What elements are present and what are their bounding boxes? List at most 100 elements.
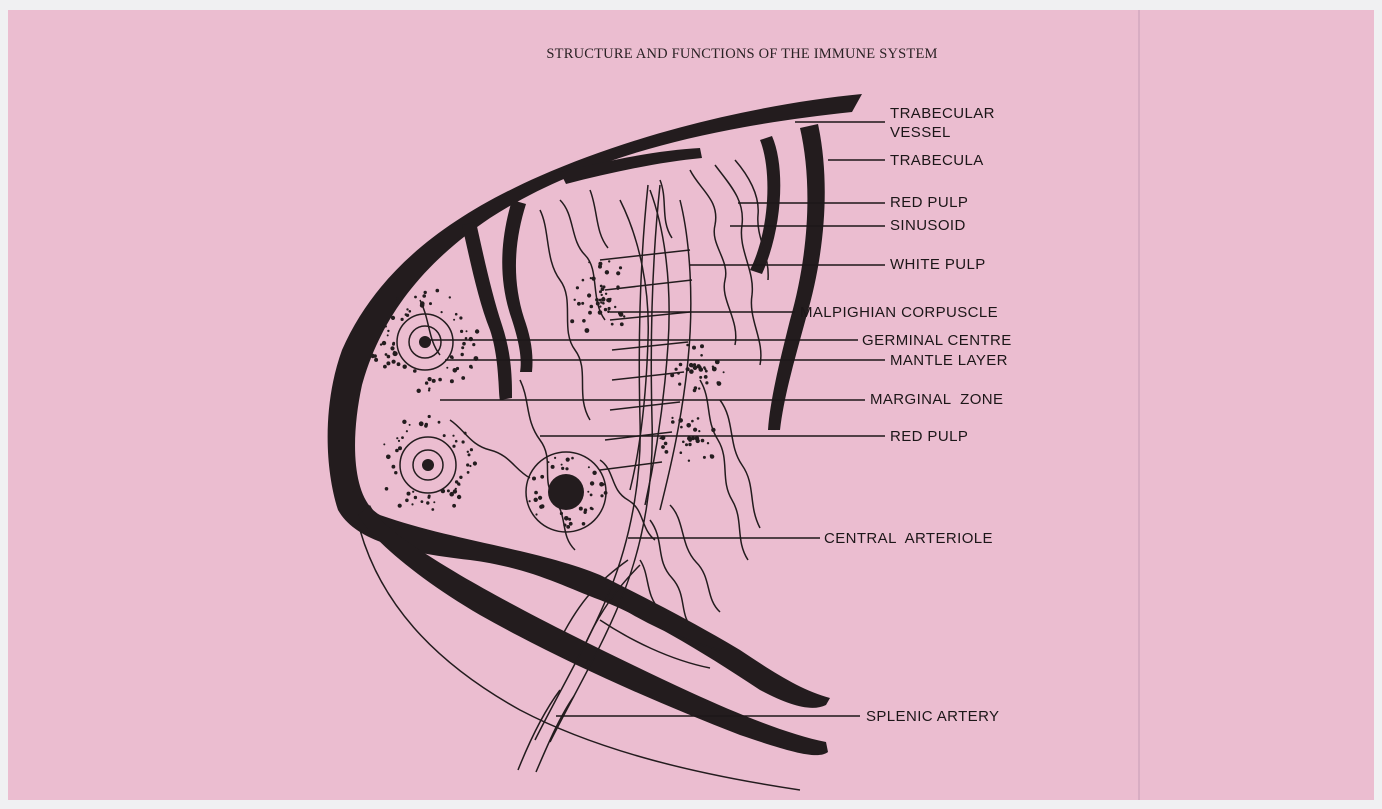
stipple-dot [467, 451, 469, 453]
stipple-dot [590, 494, 593, 497]
stipple-dot [588, 261, 590, 263]
stipple-dot [671, 417, 673, 419]
stipple-dot [438, 378, 442, 382]
stipple-dot [563, 524, 566, 527]
stipple-dot [383, 365, 387, 369]
stipple-dot [711, 428, 715, 432]
label-germinal-centre: GERMINAL CENTRE [862, 332, 1012, 349]
stipple-dot [710, 454, 714, 458]
stipple-dot [414, 296, 417, 299]
stipple-dot [397, 362, 401, 366]
stipple-dot [697, 417, 700, 420]
stipple-dot [561, 467, 564, 470]
stipple-dot [459, 476, 462, 479]
malpighian-corpuscle-lower-left [400, 437, 456, 493]
stipple-dot [601, 297, 605, 301]
stipple-dot [691, 420, 694, 423]
stipple-dot [675, 368, 678, 371]
stipple-dot [587, 491, 589, 493]
label-marginal-zone: MARGINAL ZONE [870, 391, 1003, 408]
stipple-dot [601, 294, 603, 296]
stipple-dot [456, 367, 459, 370]
stipple-dot [468, 453, 471, 456]
stipple-dot [608, 260, 610, 262]
stipple-dot [464, 432, 467, 435]
stipple-dot [701, 439, 705, 443]
stipple-dot [457, 495, 461, 499]
label-sinusoid: SINUSOID [890, 217, 966, 234]
stipple-dot [564, 516, 569, 521]
stipple-dot [691, 370, 693, 372]
stipple-dot [698, 387, 700, 389]
stipple-dot [401, 436, 404, 439]
diagram-labels: TRABECULAR VESSEL TRABECULA RED PULP SIN… [800, 105, 1012, 725]
stipple-dot [419, 421, 424, 426]
stipple-dot [467, 471, 470, 474]
stipple-dot [566, 525, 570, 529]
stipple-dot [411, 503, 413, 505]
stipple-dot [425, 381, 428, 384]
stipple-dot [611, 323, 614, 326]
stipple-dot [387, 330, 389, 332]
stipple-dot [539, 505, 543, 509]
stipple-dot [414, 496, 417, 499]
stipple-dot [392, 343, 395, 346]
stipple-dot [386, 361, 390, 365]
stipple-dot [665, 450, 669, 454]
stipple-dot [406, 308, 408, 310]
stipple-dot [688, 443, 691, 446]
stipple-dot [421, 500, 424, 503]
stipple-dot [451, 357, 454, 360]
stipple-dot [600, 494, 603, 497]
stipple-dot [590, 277, 592, 279]
stipple-dot [433, 501, 435, 503]
stipple-dot [598, 310, 603, 315]
stipple-dot [447, 489, 450, 492]
stipple-dot [688, 438, 692, 442]
label-mantle-layer: MANTLE LAYER [890, 352, 1008, 369]
stipple-dot [565, 467, 568, 470]
stipple-dot [428, 377, 432, 381]
stipple-dot [692, 346, 696, 350]
stipple-dot [472, 343, 475, 346]
stipple-dot [571, 457, 574, 460]
stipple-dot [680, 426, 683, 429]
stipple-dot [700, 354, 703, 357]
stipple-dot [686, 423, 691, 428]
stipple-dot [432, 379, 436, 383]
stipple-dot [409, 424, 411, 426]
stipple-dot [620, 322, 624, 326]
stipple-dot [569, 522, 573, 526]
stipple-dot [412, 491, 414, 493]
stipple-dot [385, 353, 388, 356]
stipple-dot [441, 489, 445, 493]
stipple-dot [460, 330, 463, 333]
stipple-dot [458, 484, 460, 486]
stipple-dot [535, 513, 537, 515]
stipple-dot [604, 491, 608, 495]
stipple-dot [431, 508, 434, 511]
stipple-dot [371, 354, 375, 358]
stipple-dot [380, 325, 383, 328]
stipple-dot [693, 363, 696, 366]
stippled-zones [370, 260, 724, 529]
stipple-dot [605, 270, 609, 274]
stipple-dot [534, 491, 538, 495]
stipple-dot [699, 366, 702, 369]
stipple-dot [436, 289, 440, 293]
stipple-dot [395, 449, 399, 453]
stipple-dot [678, 383, 681, 386]
stipple-dot [391, 316, 395, 320]
stipple-dot [398, 446, 402, 450]
stipple-dot [590, 305, 594, 309]
stipple-dot [679, 363, 683, 367]
stipple-dot [705, 370, 708, 373]
stipple-dot [540, 475, 544, 479]
stipple-dot [461, 353, 464, 356]
stipple-dot [582, 522, 586, 526]
stipple-dot [407, 492, 411, 496]
stipple-dot [619, 266, 622, 269]
stipple-dot [551, 465, 555, 469]
stipple-dot [576, 286, 579, 289]
stipple-dot [387, 355, 391, 359]
